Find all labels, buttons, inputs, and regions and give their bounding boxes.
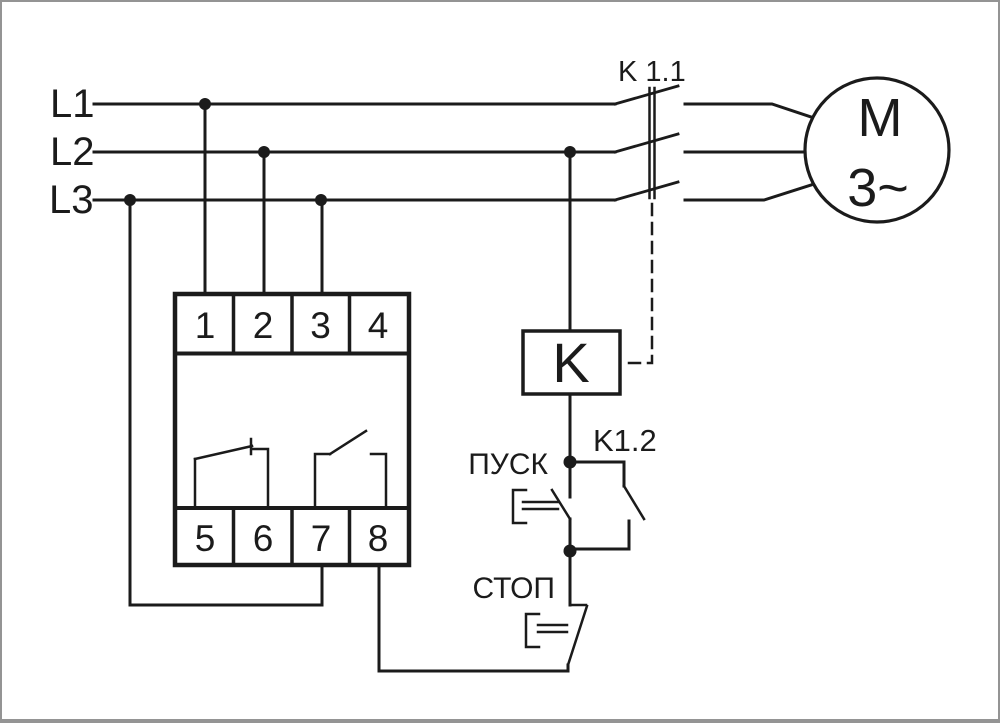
- junction-l2-left: [258, 146, 270, 158]
- start-button-plunger-bracket: [511, 488, 528, 525]
- junction-start-top: [563, 455, 577, 469]
- stop-button-blade: [566, 604, 589, 667]
- contact78-lead7: [313, 452, 332, 509]
- relay-terminal-numbers-top: 1 2 3 4: [195, 305, 389, 346]
- relay-contact-5-6: [193, 437, 270, 509]
- contact78-lead8: [369, 452, 388, 509]
- junction-dots: [124, 98, 577, 558]
- contact56-blade: [193, 444, 254, 461]
- terminal-6-number: 6: [253, 518, 274, 559]
- k12-contact-label: K1.2: [593, 423, 657, 458]
- terminal-5-number: 5: [195, 518, 216, 559]
- k11-contact-label: K 1.1: [618, 56, 686, 88]
- relay-supply-wires: [203, 102, 324, 296]
- terminal-3-number: 3: [310, 305, 331, 346]
- wire-contact-motor-l1: [683, 102, 813, 119]
- k12-upper-lead: [568, 460, 626, 488]
- stop-button-label: СТОП: [472, 572, 555, 605]
- coil-circuit-wires: [566, 150, 572, 673]
- junction-l1: [199, 98, 211, 110]
- k11-blade-l2: [613, 132, 680, 154]
- junction-l2-coil: [564, 146, 576, 158]
- aux-contact-k12-symbol: [568, 460, 646, 551]
- motor-phase-type: 3~: [847, 158, 909, 218]
- labels: L1 L2 L3 K 1.1 M 3~ K K1.2 ПУСК СТОП 1 2…: [49, 56, 909, 605]
- junction-l3-left: [124, 194, 136, 206]
- k11-mechanical-link: [621, 86, 656, 365]
- junction-start-bottom: [563, 544, 577, 558]
- terminal-1-number: 1: [195, 305, 216, 346]
- phase-label-l3: L3: [49, 178, 94, 222]
- start-button-label: ПУСК: [468, 448, 548, 481]
- wire-contact-motor-l3: [683, 183, 813, 202]
- relay-internal-contacts: [193, 429, 388, 509]
- start-button-blade: [550, 488, 572, 521]
- coil-letter: K: [552, 331, 589, 394]
- k11-blade-l3: [613, 180, 680, 202]
- start-button-symbol: [511, 488, 572, 525]
- contactor-main-contacts-k11: [613, 84, 680, 202]
- relay-terminal-dividers: [231, 294, 352, 565]
- terminal-2-number: 2: [253, 305, 274, 346]
- relay-contact-7-8: [313, 429, 388, 509]
- phase-label-l1: L1: [50, 82, 95, 126]
- contact56-lead6: [250, 447, 270, 509]
- contact78-blade: [328, 429, 368, 456]
- k11-link-dashed-to-coil: [621, 202, 654, 365]
- k11-blade-l1: [613, 84, 680, 106]
- terminal-4-number: 4: [368, 305, 389, 346]
- motor-feed-wires: [683, 102, 813, 202]
- terminal-8-number: 8: [368, 518, 389, 559]
- junction-l3-right: [315, 194, 327, 206]
- motor-circle: [803, 76, 951, 224]
- k12-blade: [622, 484, 646, 521]
- wire-l3-terminal7: [128, 198, 324, 607]
- stop-button-symbol: [524, 603, 589, 667]
- motor-letter: M: [858, 88, 903, 148]
- phase-label-l2: L2: [50, 130, 95, 174]
- phase-lines: [92, 102, 617, 202]
- wire-terminal8-stop: [377, 563, 570, 673]
- relay-device: [172, 291, 412, 568]
- stop-button-plunger-bracket: [524, 612, 541, 649]
- relay-terminal-numbers-bottom: 5 6 7 8: [195, 518, 389, 559]
- terminal-7-number: 7: [311, 518, 332, 559]
- k12-lower-lead: [568, 519, 631, 551]
- contactor-coil-box: [521, 329, 622, 396]
